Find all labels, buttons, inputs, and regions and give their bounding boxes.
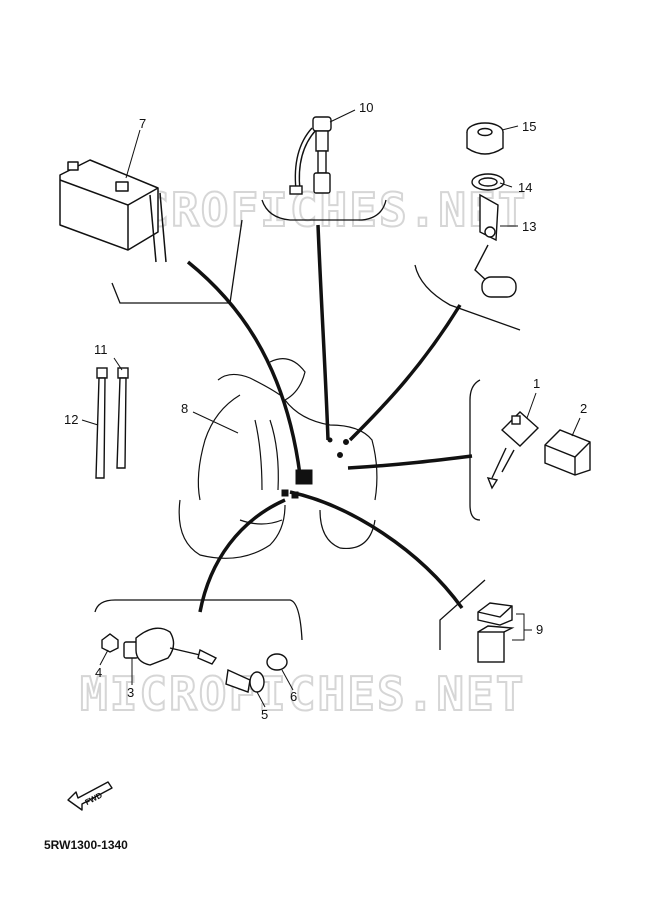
callout-5: 5 bbox=[261, 707, 268, 722]
bracket-relays bbox=[469, 379, 481, 521]
part-code: 5RW1300-1340 bbox=[44, 838, 128, 852]
bracket-fuel-sender bbox=[414, 264, 521, 331]
wire-relays bbox=[347, 454, 473, 470]
callout-11: 11 bbox=[94, 342, 108, 357]
relay-1 bbox=[486, 411, 540, 490]
callout-13: 13 bbox=[522, 219, 536, 234]
callout-9: 9 bbox=[536, 622, 543, 637]
bracket-ignition bbox=[94, 599, 303, 641]
bracket-fuses bbox=[439, 579, 486, 650]
sensor bbox=[289, 116, 332, 195]
fuel-sender bbox=[466, 122, 517, 298]
wire-fuses bbox=[289, 490, 464, 610]
cable-ties bbox=[95, 367, 129, 479]
bracket-battery bbox=[111, 219, 243, 304]
wire-sensor bbox=[316, 224, 330, 441]
callout-3: 3 bbox=[127, 685, 134, 700]
group-brackets bbox=[94, 199, 521, 650]
callout-4: 4 bbox=[95, 665, 102, 680]
relay-2 bbox=[544, 429, 591, 476]
callout-1: 1 bbox=[533, 376, 540, 391]
wire-fuel-sender bbox=[348, 304, 462, 442]
callout-10: 10 bbox=[359, 100, 373, 115]
ignition-parts bbox=[101, 627, 288, 693]
wire-battery bbox=[186, 260, 302, 476]
watermark-bottom: MICROFICHES.NET bbox=[80, 667, 525, 721]
fuse-box bbox=[477, 602, 515, 663]
leader-lines bbox=[81, 109, 581, 708]
bracket-sensor bbox=[261, 199, 387, 221]
callout-12: 12 bbox=[64, 412, 78, 427]
callout-8: 8 bbox=[181, 401, 188, 416]
harness-wires bbox=[186, 224, 473, 613]
callout-15: 15 bbox=[522, 119, 536, 134]
callout-7: 7 bbox=[139, 116, 146, 131]
fwd-arrow-icon: FWD bbox=[67, 781, 113, 811]
callout-14: 14 bbox=[518, 180, 532, 195]
callout-2: 2 bbox=[580, 401, 587, 416]
callout-6: 6 bbox=[290, 689, 297, 704]
wire-harness-junction bbox=[281, 437, 349, 499]
battery bbox=[59, 159, 167, 263]
scooter-outline bbox=[178, 358, 378, 559]
wire-ignition bbox=[198, 498, 286, 613]
